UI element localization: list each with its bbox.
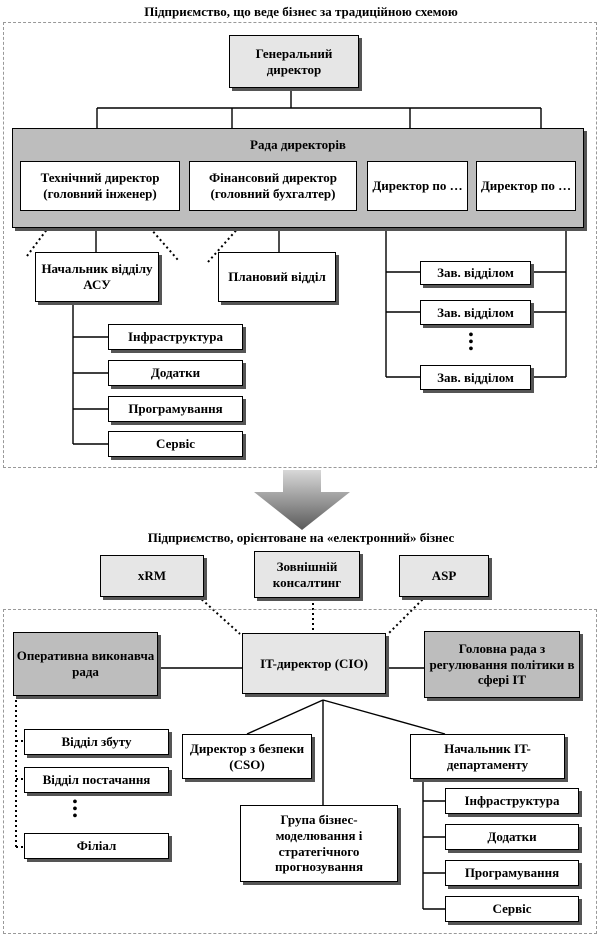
it-unit-programming: Програмування <box>445 860 579 886</box>
asu-unit-label: Інфраструктура <box>127 329 224 345</box>
dept-head-label: Зав. відділом <box>437 369 514 385</box>
director-1-box: Директор по … <box>367 161 468 211</box>
department-branch: Філіал <box>24 833 169 859</box>
ops-board-box: Оперативна виконавча рада <box>13 632 158 696</box>
top-title: Підприємство, що веде бізнес за традицій… <box>144 4 458 19</box>
policy-board-box: Головна рада з регулювання політики в сф… <box>424 631 580 698</box>
external-consulting-label: Зовнішній консалтинг <box>272 558 342 590</box>
asu-unit-label: Додатки <box>150 365 201 381</box>
e-business-enterprise-frame <box>3 609 597 934</box>
department-supply: Відділ постачання <box>24 767 169 793</box>
asu-head-box: Начальник відділу АСУ <box>35 252 159 302</box>
transition-arrow-icon <box>254 470 350 530</box>
general-director-box: Генеральний директор <box>229 35 359 88</box>
dept-head-box-3: Зав. відділом <box>420 365 531 390</box>
asu-head-label: Начальник відділу АСУ <box>41 261 153 292</box>
asp-box: ASP <box>399 555 489 597</box>
planning-dept-box: Плановий відділ <box>218 252 336 302</box>
dept-head-ellipsis: • • • <box>468 328 474 357</box>
fin-director-box: Фінансовий директор (головний бухгалтер) <box>189 161 357 211</box>
cio-box: IT-директор (CIO) <box>242 633 386 694</box>
xrm-label: xRM <box>137 568 167 584</box>
traditional-enterprise-frame <box>3 22 597 468</box>
director-1-label: Директор по … <box>372 178 463 194</box>
tech-director-label: Технічний директор (головний інженер) <box>40 170 160 201</box>
board-label: Рада директорів <box>250 137 346 152</box>
department-label: Відділ збуту <box>61 734 132 750</box>
fin-director-label: Фінансовий директор (головний бухгалтер) <box>209 170 337 201</box>
it-unit-service: Сервіс <box>445 896 579 922</box>
it-unit-infrastructure: Інфраструктура <box>445 788 579 814</box>
asu-unit-label: Програмування <box>128 401 223 417</box>
it-unit-label: Програмування <box>464 865 560 881</box>
asu-unit-applications: Додатки <box>108 360 243 386</box>
it-head-box: Начальник IT-департаменту <box>410 734 565 779</box>
dept-head-label: Зав. відділом <box>437 304 514 320</box>
it-head-label: Начальник IT-департаменту <box>444 740 531 772</box>
department-label: Філіал <box>76 838 117 854</box>
modeling-group-label: Група бізнес-моделювання і стратегічного… <box>274 812 364 875</box>
dept-head-box-1: Зав. відділом <box>420 261 531 285</box>
asp-label: ASP <box>431 568 457 584</box>
tech-director-box: Технічний директор (головний інженер) <box>20 161 180 211</box>
dept-head-label: Зав. відділом <box>437 265 514 281</box>
it-unit-label: Інфраструктура <box>464 793 560 809</box>
asu-unit-service: Сервіс <box>108 431 243 457</box>
asu-unit-infrastructure: Інфраструктура <box>108 324 243 350</box>
external-consulting-box: Зовнішній консалтинг <box>254 551 360 598</box>
dept-head-box-2: Зав. відділом <box>420 300 531 325</box>
it-unit-label: Сервіс <box>492 901 532 917</box>
cio-label: IT-директор (CIO) <box>260 655 368 671</box>
policy-board-label: Головна рада з регулювання політики в сф… <box>429 641 575 688</box>
general-director-label: Генеральний директор <box>255 45 333 77</box>
asu-unit-label: Сервіс <box>156 436 195 452</box>
director-2-label: Директор по … <box>480 178 572 194</box>
ops-board-label: Оперативна виконавча рада <box>16 648 155 679</box>
planning-dept-label: Плановий відділ <box>228 269 326 285</box>
security-director-label: Директор з безпеки (CSO) <box>189 740 305 772</box>
department-sales: Відділ збуту <box>24 729 169 755</box>
department-ellipsis: • • • <box>72 795 78 824</box>
asu-unit-programming: Програмування <box>108 396 243 422</box>
bottom-title: Підприємство, орієнтоване на «електронни… <box>147 530 455 545</box>
modeling-group-box: Група бізнес-моделювання і стратегічного… <box>240 805 398 882</box>
xrm-box: xRM <box>100 555 204 597</box>
it-unit-applications: Додатки <box>445 824 579 850</box>
security-director-box: Директор з безпеки (CSO) <box>182 734 312 779</box>
department-label: Відділ постачання <box>42 772 151 788</box>
it-unit-label: Додатки <box>487 829 537 845</box>
director-2-box: Директор по … <box>476 161 576 211</box>
